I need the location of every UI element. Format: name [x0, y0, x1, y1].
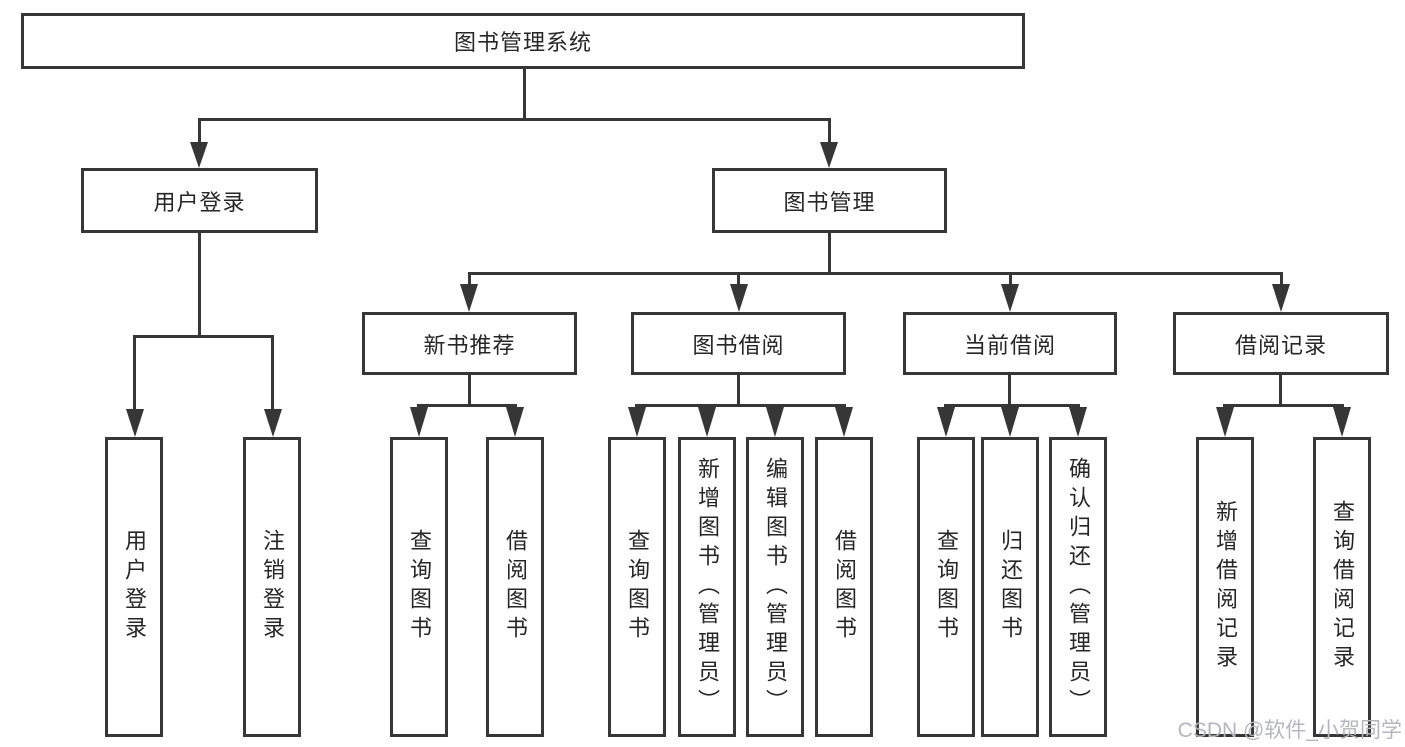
node-book-management: 图书管理 [712, 168, 947, 233]
connector-book-management-stem [828, 118, 831, 144]
arrowhead-nb-borrow [506, 407, 524, 437]
arrowhead-login-leaf [126, 409, 144, 437]
leaf-bb-borrow-books-label: 借阅图书 [832, 529, 857, 645]
leaf-br-add-record-label: 新增借阅记录 [1213, 500, 1238, 674]
connector-book-borrow-rail [635, 404, 846, 407]
leaf-br-query-record: 查询借阅记录 [1313, 437, 1371, 737]
arrowhead-user-login [190, 142, 208, 168]
connector-user-login-rail [133, 335, 274, 338]
arrowhead-book-management [820, 142, 838, 168]
csdn-watermark: CSDN @软件_小贺同学 [1177, 719, 1402, 742]
arrowhead-borrow-records [1272, 284, 1290, 312]
arrowhead-nb-query [410, 407, 428, 437]
arrowhead-current-borrow [1001, 284, 1019, 312]
node-book-management-label: 图书管理 [783, 189, 876, 215]
leaf-bb-query-books-label: 查询图书 [625, 529, 650, 645]
arrowhead-cb-query [937, 407, 955, 437]
leaf-user-login: 用户登录 [105, 437, 163, 737]
connector-level3-rail [468, 272, 1282, 275]
node-user-login: 用户登录 [81, 168, 318, 233]
connector-current-borrow-stem [1009, 272, 1012, 285]
node-borrow-records-label: 借阅记录 [1234, 332, 1327, 358]
connector-user-login-drop [198, 233, 201, 337]
leaf-nb-borrow-books-label: 借阅图书 [503, 529, 528, 645]
node-current-borrow: 当前借阅 [903, 312, 1117, 375]
node-book-borrow-label: 图书借阅 [692, 332, 785, 358]
node-new-book-recommend-label: 新书推荐 [423, 332, 516, 358]
leaf-logout-label: 注销登录 [260, 529, 285, 645]
leaf-cb-confirm-return-admin-label: 确认归还（管理员） [1066, 456, 1091, 718]
leaf-nb-query-books-label: 查询图书 [407, 529, 432, 645]
leaf-bb-edit-books-admin-label: 编辑图书（管理员） [763, 456, 788, 718]
connector-borrow-records-rail [1223, 404, 1344, 407]
connector-borrow-records-stem [1280, 272, 1283, 285]
connector-root-drop [523, 69, 526, 119]
leaf-nb-query-books: 查询图书 [390, 437, 448, 737]
arrowhead-bb-query [628, 407, 646, 437]
arrowhead-bb-add [698, 407, 716, 437]
connector-book-borrow-stem [737, 272, 740, 285]
leaf-user-login-label: 用户登录 [122, 529, 147, 645]
connector-new-book-drop [468, 375, 471, 406]
leaf-br-add-record: 新增借阅记录 [1196, 437, 1254, 737]
leaf-bb-add-books-admin-label: 新增图书（管理员） [695, 456, 720, 718]
arrowhead-cb-confirm [1069, 407, 1087, 437]
node-root-label: 图书管理系统 [453, 30, 592, 55]
leaf-bb-edit-books-admin: 编辑图书（管理员） [746, 437, 804, 737]
connector-level2-rail [198, 118, 831, 121]
connector-logout-leaf-stem [271, 335, 274, 410]
leaf-cb-query-books-label: 查询图书 [934, 529, 959, 645]
connector-borrow-records-drop [1279, 375, 1282, 406]
connector-book-borrow-drop [737, 375, 740, 406]
leaf-bb-add-books-admin: 新增图书（管理员） [678, 437, 736, 737]
leaf-nb-borrow-books: 借阅图书 [486, 437, 544, 737]
leaf-logout: 注销登录 [243, 437, 301, 737]
node-root-library-system: 图书管理系统 [21, 13, 1025, 69]
node-new-book-recommend: 新书推荐 [362, 312, 577, 375]
arrowhead-bb-borrow [835, 407, 853, 437]
node-user-login-label: 用户登录 [153, 189, 246, 215]
leaf-cb-query-books: 查询图书 [917, 437, 975, 737]
connector-login-leaf-stem [133, 335, 136, 410]
connector-book-management-drop [828, 233, 831, 274]
leaf-cb-confirm-return-admin: 确认归还（管理员） [1049, 437, 1107, 737]
node-book-borrow: 图书借阅 [631, 312, 846, 375]
leaf-cb-return-books: 归还图书 [981, 437, 1039, 737]
arrowhead-br-add [1216, 407, 1234, 437]
arrowhead-br-query [1333, 407, 1351, 437]
arrowhead-cb-return [1001, 407, 1019, 437]
leaf-bb-borrow-books: 借阅图书 [815, 437, 873, 737]
leaf-bb-query-books: 查询图书 [608, 437, 666, 737]
connector-new-book-stem [468, 272, 471, 285]
leaf-br-query-record-label: 查询借阅记录 [1330, 500, 1355, 674]
connector-new-book-rail [417, 404, 517, 407]
arrowhead-logout-leaf [264, 409, 282, 437]
connector-current-borrow-rail [944, 404, 1080, 407]
arrowhead-bb-edit [766, 407, 784, 437]
arrowhead-book-borrow [730, 284, 748, 312]
connector-current-borrow-drop [1008, 375, 1011, 406]
arrowhead-new-book [460, 284, 478, 312]
node-current-borrow-label: 当前借阅 [963, 332, 1056, 358]
node-borrow-records: 借阅记录 [1173, 312, 1389, 375]
leaf-cb-return-books-label: 归还图书 [998, 529, 1023, 645]
connector-user-login-stem [198, 118, 201, 144]
